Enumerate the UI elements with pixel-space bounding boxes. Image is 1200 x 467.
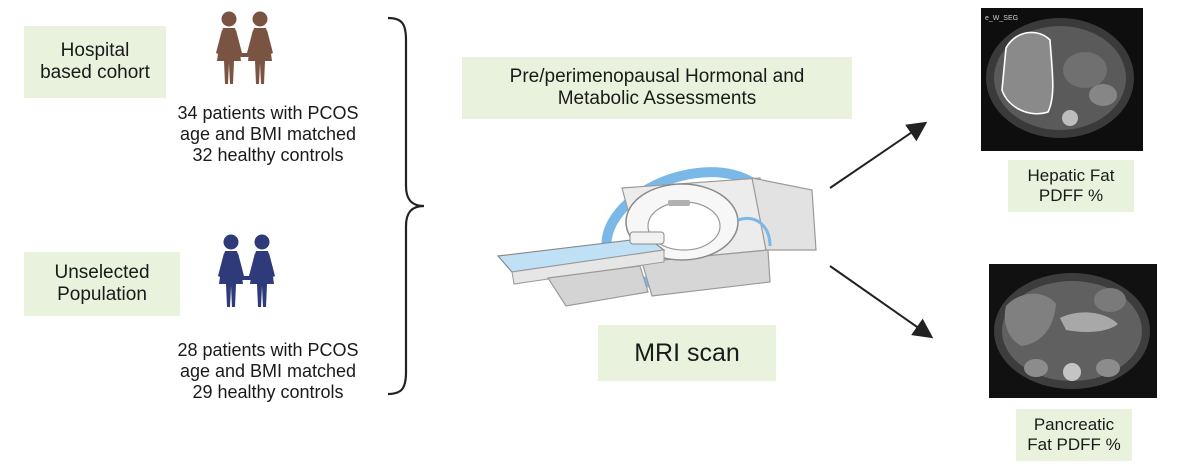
unselected-label-line2: Population xyxy=(57,284,147,305)
unselected-label-line1: Unselected xyxy=(54,262,150,283)
assessment-label-line1: Pre/perimenopausal Hormonal and xyxy=(509,66,805,87)
hepatic-fat-box: Hepatic Fat PDFF % xyxy=(1008,160,1134,212)
unselected-population-box: Unselected Population xyxy=(24,252,180,316)
unselected-caption-line3: 29 healthy controls xyxy=(192,382,344,402)
hospital-caption-line2: age and BMI matched xyxy=(179,124,357,144)
mri-machine-icon xyxy=(496,167,817,307)
pancreatic-label-line2: Fat PDFF % xyxy=(1027,435,1121,454)
hospital-cohort-caption: 34 patients with PCOS age and BMI matche… xyxy=(158,103,378,166)
hepatic-image-tag: e_W_SEG xyxy=(985,15,1018,22)
assessment-box: Pre/perimenopausal Hormonal and Metaboli… xyxy=(462,57,852,119)
pancreatic-mri-image xyxy=(989,264,1157,398)
assessment-label-line2: Metabolic Assessments xyxy=(557,88,757,109)
hospital-cohort-label-line2: based cohort xyxy=(40,62,150,83)
hepatic-label-line2: PDFF % xyxy=(1038,186,1104,205)
mri-scan-box: MRI scan xyxy=(598,325,776,381)
unselected-caption-line1: 28 patients with PCOS xyxy=(177,340,359,360)
mri-scan-label: MRI scan xyxy=(634,339,740,367)
arrow-to-hepatic xyxy=(829,121,928,189)
hospital-cohort-label-line1: Hospital xyxy=(60,40,130,61)
unselected-caption-line2: age and BMI matched xyxy=(179,361,357,381)
pancreatic-fat-box: Pancreatic Fat PDFF % xyxy=(1016,409,1132,461)
hospital-caption-line1: 34 patients with PCOS xyxy=(177,103,359,123)
women-icon-blue xyxy=(218,234,275,307)
hospital-caption-line3: 32 healthy controls xyxy=(192,145,344,165)
women-icon-brown xyxy=(216,11,273,84)
hospital-cohort-box: Hospital based cohort xyxy=(24,26,166,98)
hepatic-label-line1: Hepatic Fat xyxy=(1027,166,1115,185)
hepatic-mri-image: e_W_SEG xyxy=(981,8,1143,151)
unselected-population-caption: 28 patients with PCOS age and BMI matche… xyxy=(158,340,378,403)
arrow-to-pancreatic xyxy=(829,265,934,339)
pancreatic-label-line1: Pancreatic xyxy=(1033,415,1115,434)
grouping-brace xyxy=(387,16,425,396)
